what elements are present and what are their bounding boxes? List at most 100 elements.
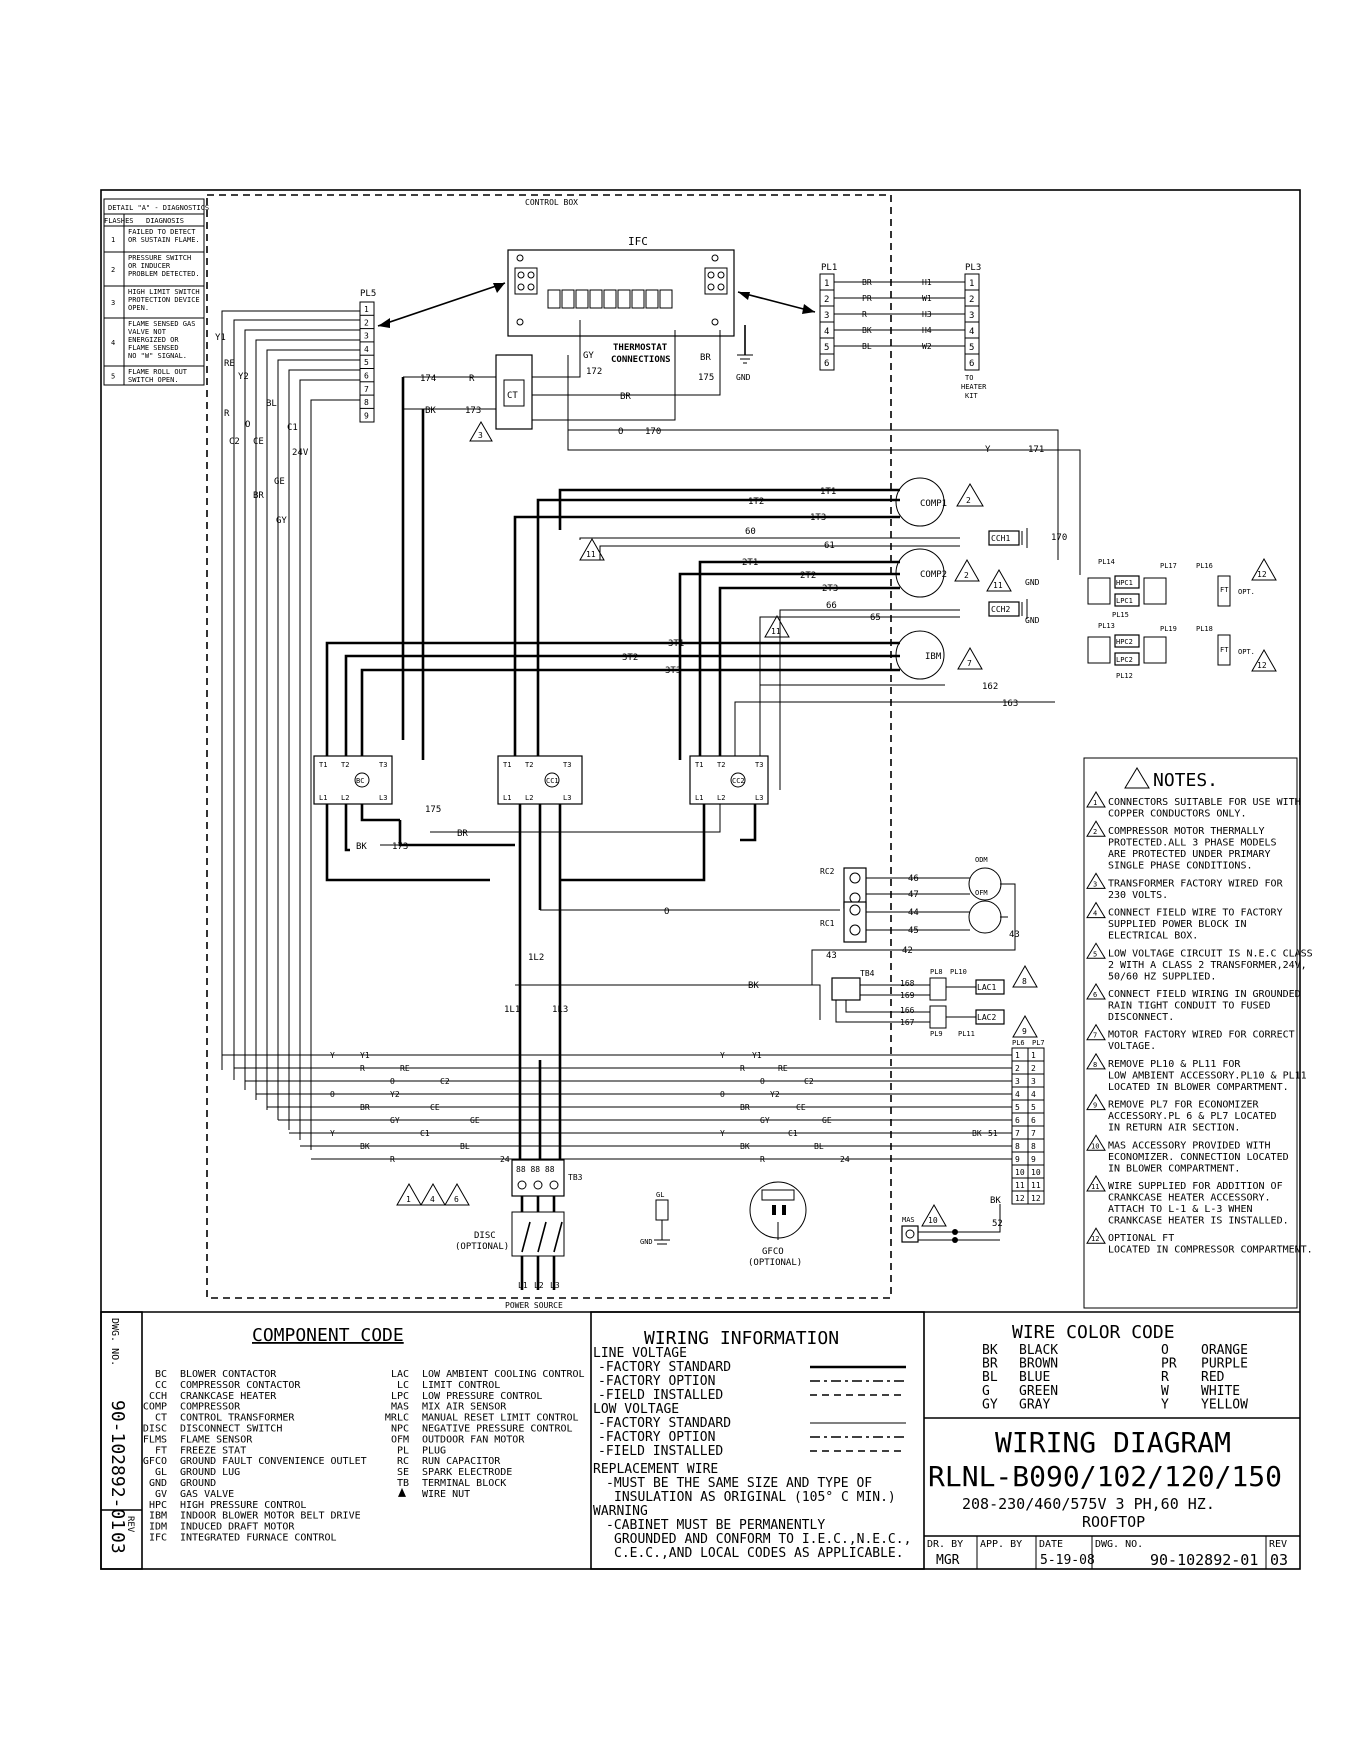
diagnostics-text-1-2: OR SUSTAIN FLAME. (128, 236, 200, 244)
wire-bk-52: BK (990, 1196, 1001, 1206)
wire-color-code-title: WIRE COLOR CODE (1012, 1322, 1175, 1343)
bc-terminal-t1: T1 (319, 761, 327, 769)
diagnostics-flashes-1: 1 (111, 236, 115, 244)
wire-166: 166 (900, 1006, 915, 1015)
svg-text:88 88 88: 88 88 88 (516, 1165, 555, 1174)
blower-contactor: BC (313, 755, 393, 805)
gl-gnd-label: GND (640, 1238, 653, 1246)
wire-51: 51 (988, 1129, 998, 1138)
lv-factory-standard: -FACTORY STANDARD (598, 1360, 731, 1375)
dwg-no-vertical-box: DWG. NO. 90-102892-01 REV 03 (100, 1311, 143, 1570)
ifc-terminal (645, 289, 659, 309)
wire-1t2: 1T2 (748, 497, 764, 507)
svg-text:7: 7 (967, 659, 972, 668)
pl3-pin-3: 3 (969, 311, 974, 321)
component-desc-lc: LIMIT CONTROL (422, 1380, 500, 1391)
note-12-triangle-b (1251, 648, 1277, 672)
gfco-optional-label: (OPTIONAL) (748, 1258, 802, 1268)
wire-162: 162 (982, 682, 998, 692)
rev-vertical: 03 (107, 1532, 128, 1554)
dwg-no-label: DWG. NO. (1095, 1539, 1143, 1550)
note-11-triangle-c (986, 568, 1012, 592)
ct-label: CT (507, 391, 518, 401)
mas-label: MAS (902, 1216, 915, 1224)
pl3-label: PL3 (965, 263, 981, 273)
note-number-2: 2 (1093, 828, 1097, 836)
pl6-pin-4: 4 (1015, 1090, 1020, 1099)
dr-by-value: MGR (936, 1553, 960, 1568)
pl11-label: PL11 (958, 1030, 975, 1038)
pl6-pin-7: 7 (1015, 1129, 1020, 1138)
wire-1l2: 1L2 (528, 953, 544, 963)
diagnostics-text-4-4: FLAME SENSED (128, 344, 179, 352)
rev-vertical-label: REV (125, 1516, 135, 1533)
pl5-wire-gy: GY (276, 516, 287, 526)
wire-1l3: 1L3 (552, 1005, 568, 1015)
wire-65: 65 (870, 613, 881, 623)
field-wire-code-left-y2: Y2 (390, 1090, 400, 1099)
component-code-ct: CT (155, 1413, 167, 1424)
note-4-line-1: CONNECT FIELD WIRE TO FACTORY (1108, 908, 1283, 919)
note-triangle-6 (1086, 983, 1106, 1000)
component-code-lac: LAC (391, 1369, 409, 1380)
wire-172: 172 (586, 367, 602, 377)
pl19-label: PL19 (1160, 625, 1177, 633)
note-triangle-7 (1086, 1023, 1106, 1041)
pl5-wire-re: RE (224, 359, 235, 369)
svg-text:11: 11 (586, 550, 596, 559)
wire-2t2: 2T2 (800, 571, 816, 581)
lv-factory-option: -FACTORY OPTION (598, 1374, 715, 1389)
svg-text:9: 9 (1022, 1027, 1027, 1036)
gfco-label: GFCO (762, 1247, 784, 1257)
component-code-pl: PL (397, 1445, 409, 1456)
rev-value: 03 (1270, 1551, 1288, 1569)
wire-1t3: 1T3 (810, 513, 826, 523)
svg-text:11: 11 (771, 627, 781, 636)
note-7-line-2: VOLTAGE. (1108, 1041, 1156, 1052)
pl6-pin-11: 11 (1015, 1181, 1025, 1190)
diagnostics-text-3-2: PROTECTION DEVICE (128, 296, 200, 304)
note-number-6: 6 (1093, 991, 1097, 999)
note-2-line-2: PROTECTED.ALL 3 PHASE MODELS (1108, 838, 1277, 849)
lowv-factory-option: -FACTORY OPTION (598, 1430, 715, 1445)
pl12-label: PL12 (1116, 672, 1133, 680)
ifc-ground-label: GND (736, 373, 751, 382)
diagnostics-text-1-1: FAILED TO DETECT (128, 228, 196, 236)
bc-terminal-t2: T2 (341, 761, 349, 769)
component-desc-ft: FREEZE STAT (180, 1445, 246, 1456)
cc1-terminal-l2: L2 (525, 794, 533, 802)
pl18-label: PL18 (1196, 625, 1213, 633)
field-wire-code-right-bl: BL (814, 1142, 824, 1151)
svg-text:L1: L1 (518, 1281, 528, 1290)
note-12-line-1: OPTIONAL FT (1108, 1233, 1174, 1244)
component-code-rc: RC (397, 1456, 409, 1467)
contactor-wiring (325, 804, 840, 1060)
warning-1: WARNING (593, 1504, 648, 1519)
field-wire-code-left-r24: 24 (500, 1155, 510, 1164)
gl-label: GL (656, 1191, 664, 1199)
pl7-pin-5: 5 (1031, 1103, 1036, 1112)
app-by-label: APP. BY (980, 1539, 1022, 1550)
svg-text:2: 2 (966, 496, 971, 505)
cc1-terminal-t3: T3 (563, 761, 571, 769)
svg-text:12: 12 (1257, 570, 1267, 579)
component-desc-se: SPARK ELECTRODE (422, 1467, 512, 1478)
pl7-pin-10: 10 (1031, 1168, 1041, 1177)
ifc-label: IFC (628, 235, 648, 248)
component-desc-ifc: INTEGRATED FURNACE CONTROL (180, 1533, 337, 1544)
pl1-pin-6: 6 (824, 359, 829, 369)
field-wire-code-left-c1: C1 (420, 1129, 430, 1138)
field-wire-code-right-re: RE (778, 1064, 788, 1073)
note-triangle-11 (1086, 1175, 1106, 1192)
wire-3t1: 3T1 (668, 639, 684, 649)
component-code-gl: GL (155, 1467, 167, 1478)
field-wire-label-right-c1: Y (720, 1129, 725, 1138)
pl7-pin-4: 4 (1031, 1090, 1036, 1099)
note-11-line-2: CRANKCASE HEATER ACCESSORY. (1108, 1193, 1271, 1204)
note-10-line-3: IN BLOWER COMPARTMENT. (1108, 1163, 1240, 1174)
wire-color-name-bk: BLACK (1019, 1343, 1058, 1358)
wire-gy-172: GY (583, 351, 594, 361)
field-wire-code-right-y2: Y2 (770, 1090, 780, 1099)
to-heater-kit-label-3: KIT (965, 392, 978, 400)
